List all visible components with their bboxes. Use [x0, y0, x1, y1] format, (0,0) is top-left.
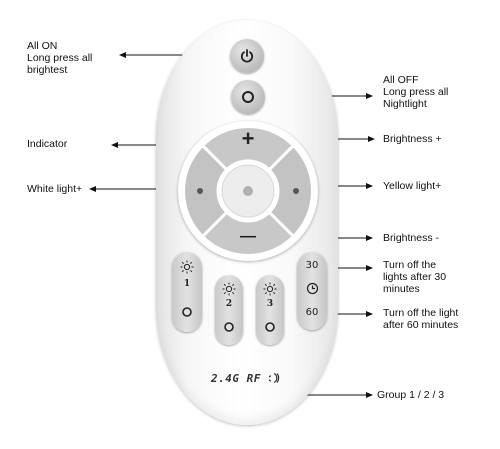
timer-30-button[interactable]: 30	[305, 260, 319, 271]
group-1-number: 1	[183, 279, 191, 289]
label-timer-60: Turn off the light after 60 minutes	[383, 307, 459, 331]
label-white-light: White light+	[27, 183, 83, 195]
ring-icon	[242, 91, 254, 103]
brightness-down-button[interactable]	[200, 210, 296, 257]
ring-icon	[265, 322, 275, 332]
timer-60-button[interactable]: 60	[305, 307, 319, 318]
group-2-number: 2	[225, 299, 233, 309]
brightness-up-button[interactable]	[200, 125, 296, 172]
yellow-light-button[interactable]	[267, 143, 314, 239]
wireless-signal-icon	[267, 372, 280, 384]
group-2-button[interactable]: 2	[215, 275, 243, 345]
timer-button-group[interactable]: 30 60	[297, 252, 327, 330]
all-on-button[interactable]	[230, 39, 264, 73]
label-brightness-down: Brightness -	[383, 232, 440, 244]
plus-symbol: +	[241, 126, 255, 151]
power-icon	[240, 49, 254, 63]
label-brightness-up: Brightness +	[383, 133, 442, 145]
ring-icon	[182, 307, 192, 317]
indicator-light	[243, 186, 253, 196]
sun-icon	[222, 282, 236, 296]
label-yellow-light: Yellow light+	[383, 180, 442, 192]
group-3-button[interactable]: 3	[256, 275, 284, 345]
label-all-on: All ON Long press all brightest	[27, 40, 93, 76]
minus-symbol: —	[240, 228, 256, 245]
all-off-button[interactable]	[231, 80, 265, 114]
brand-label: 2.4G RF	[211, 372, 281, 385]
yellow-light-dot	[293, 188, 299, 194]
sun-icon	[180, 260, 194, 274]
label-timer-30: Turn off the lights after 30 minutes	[383, 259, 447, 295]
clock-icon	[306, 282, 318, 295]
control-pad: + —	[178, 121, 318, 261]
group-3-number: 3	[266, 299, 274, 309]
sun-icon	[263, 282, 277, 296]
label-group: Group 1 / 2 / 3	[377, 389, 445, 401]
white-light-button[interactable]	[182, 143, 229, 239]
group-1-button[interactable]: 1	[172, 252, 202, 332]
white-light-dot	[197, 188, 203, 194]
label-indicator: Indicator	[27, 138, 68, 150]
label-all-off: All OFF Long press all Nightlight	[383, 74, 449, 110]
ring-icon	[224, 322, 234, 332]
